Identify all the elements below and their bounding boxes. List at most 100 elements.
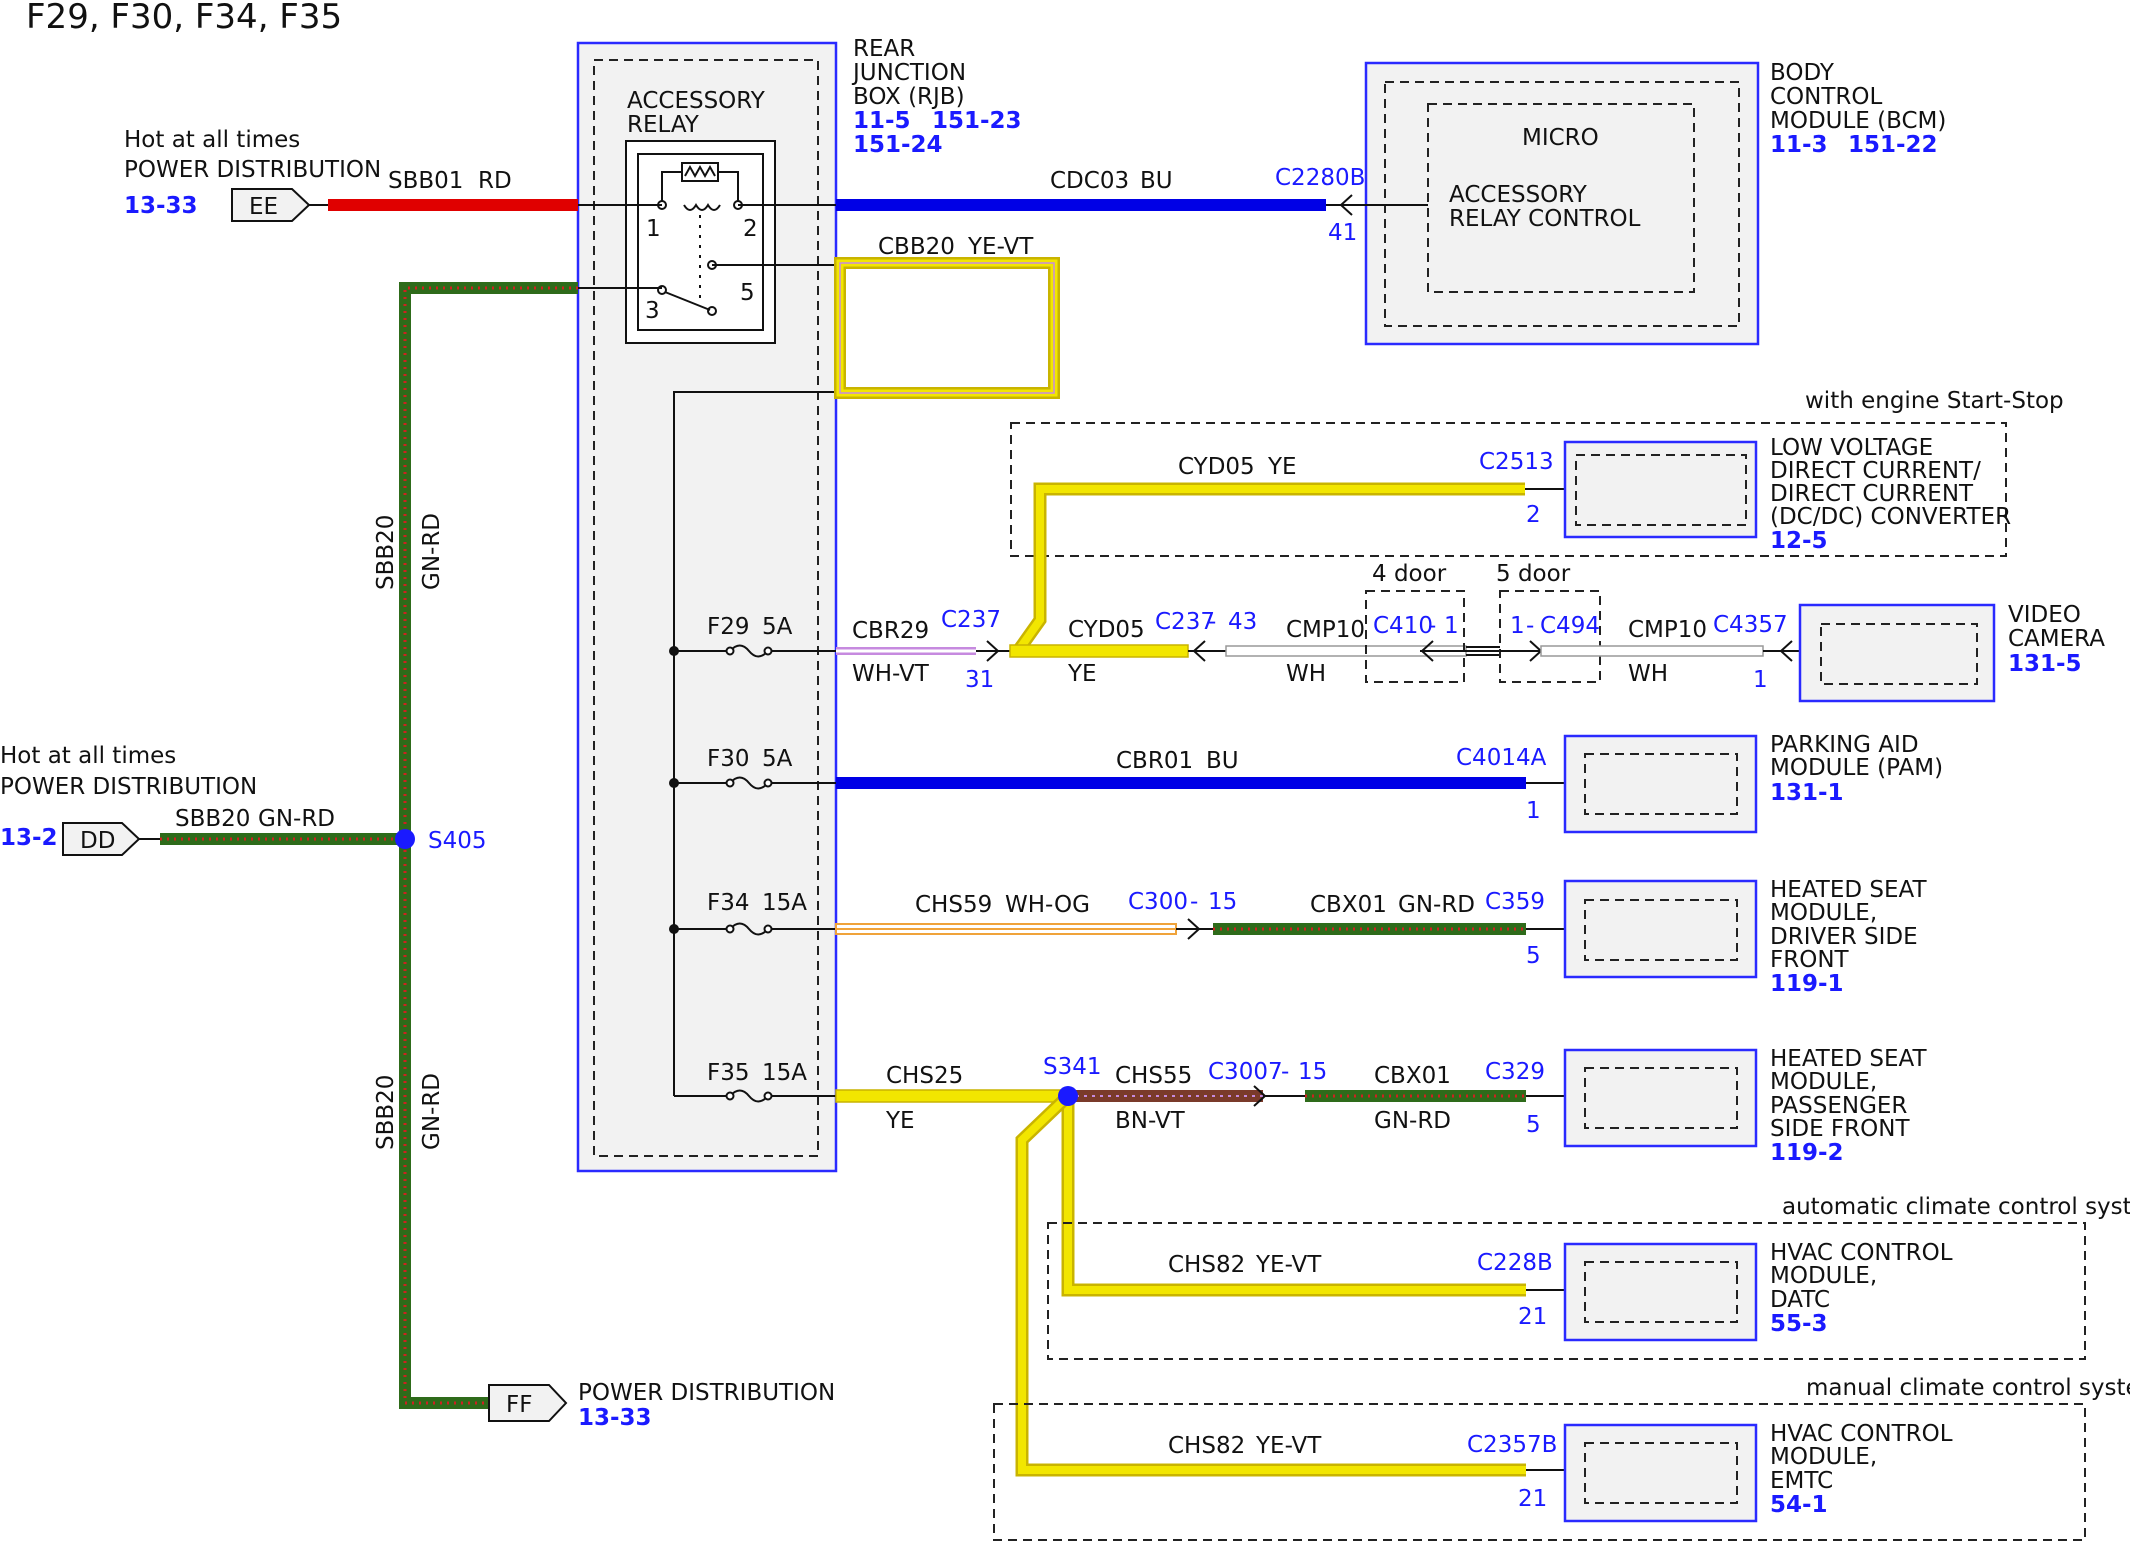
camera-name-line-1: VIDEO xyxy=(2008,602,2081,628)
bcm-ref-2[interactable]: 151-22 xyxy=(1848,132,1938,158)
splice-s405-label: S405 xyxy=(428,828,487,854)
connector-c4357-arrow xyxy=(1779,640,1793,662)
dcdc-ref[interactable]: 12-5 xyxy=(1770,528,1828,554)
fuse-f29-id: F29 xyxy=(707,614,750,640)
wire-chs82-a[interactable] xyxy=(1061,1096,1526,1297)
hs-driver-ref[interactable]: 119-1 xyxy=(1770,971,1844,997)
rjb-name-line-3: BOX (RJB) xyxy=(853,84,965,110)
fuse-f34[interactable]: F34 15A xyxy=(674,890,836,936)
bcm-name-line-2: CONTROL xyxy=(1770,84,1883,110)
wire-cbr29[interactable] xyxy=(836,647,976,655)
connector-c237-43-name[interactable]: C237 xyxy=(1155,609,1215,635)
wire-sbb01[interactable] xyxy=(328,199,578,211)
connector-c237-name[interactable]: C237 xyxy=(941,607,1001,633)
module-camera[interactable] xyxy=(1798,603,1996,703)
connector-c410-dash: - xyxy=(1428,613,1436,639)
connector-c2357b-pin: 21 xyxy=(1518,1486,1547,1512)
rjb-ref-3[interactable]: 151-24 xyxy=(853,132,943,158)
option-auto-climate-box xyxy=(1047,1222,2086,1360)
connector-c228b-name[interactable]: C228B xyxy=(1477,1250,1553,1276)
connector-c2513-name[interactable]: C2513 xyxy=(1479,449,1554,475)
wire-cbx01-a-circuit: CBX01 xyxy=(1310,892,1387,918)
connector-ff-shape[interactable] xyxy=(488,1384,568,1422)
source-dd-ref[interactable]: 13-2 xyxy=(0,825,58,851)
wire-sbb20-left-color: GN-RD xyxy=(258,806,335,832)
wire-cyd05-top[interactable] xyxy=(1012,482,1525,655)
pam-ref[interactable]: 131-1 xyxy=(1770,780,1844,806)
wire-cyd05-mid-color: YE xyxy=(1067,661,1097,687)
wire-chs59[interactable] xyxy=(835,923,1177,935)
splice-s405[interactable] xyxy=(395,829,415,849)
wire-cyd05-top-circuit: CYD05 xyxy=(1178,454,1255,480)
option-start-stop-label: with engine Start-Stop xyxy=(1805,388,2064,414)
option-manual-climate-box xyxy=(993,1403,2086,1541)
connector-dd-label: DD xyxy=(80,828,115,854)
wire-sbb01-circuit: SBB01 xyxy=(388,168,463,194)
wire-cbr01-color: BU xyxy=(1206,748,1239,774)
bcm-ref-1[interactable]: 11-3 xyxy=(1770,132,1828,158)
wire-cbx01-b-color: GN-RD xyxy=(1374,1108,1451,1134)
connector-c3007-name[interactable]: C3007 xyxy=(1208,1059,1283,1085)
module-datc[interactable] xyxy=(1563,1242,1758,1342)
wire-sbb20-upper-color: GN-RD xyxy=(419,513,445,590)
source-ff-ref[interactable]: 13-33 xyxy=(578,1405,652,1431)
datc-ref[interactable]: 55-3 xyxy=(1770,1311,1828,1337)
source-ee-line-2: POWER DISTRIBUTION xyxy=(124,157,381,183)
wire-cdc03-circuit: CDC03 xyxy=(1050,168,1129,194)
module-emtc[interactable] xyxy=(1563,1423,1758,1523)
module-dcdc[interactable] xyxy=(1563,440,1758,539)
module-pam-label: PARKING AID MODULE (PAM) 131-1 xyxy=(1770,732,1943,806)
connector-c410-pin: 1 xyxy=(1444,613,1459,639)
connector-c300-name[interactable]: C300 xyxy=(1128,889,1188,915)
wire-cbr01[interactable] xyxy=(836,777,1526,789)
module-hs-driver[interactable] xyxy=(1563,879,1758,979)
source-ee-ref[interactable]: 13-33 xyxy=(124,193,198,219)
relay-label-line-1: ACCESSORY xyxy=(627,88,766,114)
rjb-ref-1[interactable]: 11-5 xyxy=(853,108,911,134)
wire-chs25-color: YE xyxy=(885,1108,915,1134)
connector-dd-shape[interactable] xyxy=(62,822,141,856)
rjb-ref-2[interactable]: 151-23 xyxy=(932,108,1022,134)
option-manual-climate-label: manual climate control system xyxy=(1806,1375,2130,1401)
wire-cyd05-mid-circuit: CYD05 xyxy=(1068,617,1145,643)
module-hs-driver-label: HEATED SEAT MODULE, DRIVER SIDE FRONT 11… xyxy=(1770,877,1927,997)
connector-c329-name[interactable]: C329 xyxy=(1485,1059,1545,1085)
wire-chs25[interactable] xyxy=(835,1089,1069,1103)
emtc-ref[interactable]: 54-1 xyxy=(1770,1492,1828,1518)
module-hs-pass[interactable] xyxy=(1563,1048,1758,1148)
wire-chs82-b[interactable] xyxy=(1015,1091,1526,1477)
connector-ee-shape[interactable] xyxy=(231,188,311,222)
fuse-f30[interactable]: F30 5A xyxy=(674,746,836,790)
connector-c4014a-name[interactable]: C4014A xyxy=(1456,745,1547,771)
wire-sbb20-lower-color: GN-RD xyxy=(419,1073,445,1150)
connector-c494-name[interactable]: C494 xyxy=(1540,613,1600,639)
module-emtc-label: HVAC CONTROL MODULE, EMTC 54-1 xyxy=(1770,1421,1953,1518)
hs-driver-name-line-3: DRIVER SIDE xyxy=(1770,924,1918,950)
connector-c410-name[interactable]: C410 xyxy=(1373,613,1433,639)
relay-pin-2: 2 xyxy=(743,216,758,242)
source-ff: FF POWER DISTRIBUTION 13-33 xyxy=(488,1380,835,1431)
wire-cmp10-b[interactable] xyxy=(1540,645,1764,657)
wire-sbb01-color: RD xyxy=(478,168,512,194)
bcm-module[interactable]: MICRO ACCESSORY RELAY CONTROL xyxy=(1364,61,1760,346)
module-camera-label: VIDEO CAMERA 131-5 xyxy=(2008,602,2105,677)
hs-pass-ref[interactable]: 119-2 xyxy=(1770,1140,1844,1166)
relay-label-line-2: RELAY xyxy=(627,112,700,138)
module-pam[interactable] xyxy=(1563,734,1758,834)
wire-cdc03[interactable] xyxy=(836,199,1326,211)
connector-c359-name[interactable]: C359 xyxy=(1485,889,1545,915)
connector-c2280b-arrow xyxy=(1339,194,1353,216)
wire-cbb20[interactable] xyxy=(834,257,1060,399)
wire-chs59-circuit: CHS59 xyxy=(915,892,992,918)
pam-name-line-2: MODULE (PAM) xyxy=(1770,755,1943,781)
wire-cyd05-mid[interactable] xyxy=(1009,644,1189,658)
wire-chs55-color: BN-VT xyxy=(1115,1108,1186,1134)
connector-c2357b-name[interactable]: C2357B xyxy=(1467,1432,1557,1458)
splice-s341[interactable] xyxy=(1058,1086,1078,1106)
fuse-f35[interactable]: F35 15A xyxy=(674,1060,836,1103)
connector-c4357-name[interactable]: C4357 xyxy=(1713,612,1788,638)
camera-ref[interactable]: 131-5 xyxy=(2008,651,2082,677)
fuse-f29[interactable]: F29 5A xyxy=(674,614,836,658)
source-dd-line-1: Hot at all times xyxy=(0,743,176,769)
connector-c2280b-name[interactable]: C2280B xyxy=(1275,165,1365,191)
